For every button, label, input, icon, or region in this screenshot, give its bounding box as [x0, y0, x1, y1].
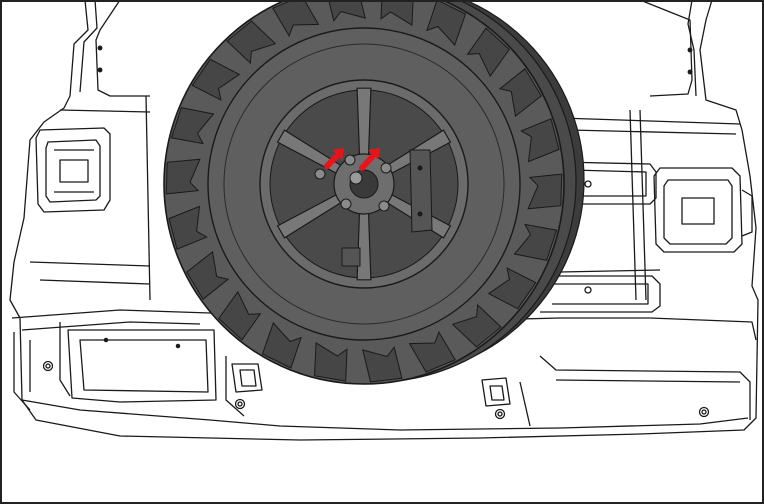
tread-lug — [520, 118, 560, 163]
tread-lug — [426, 0, 467, 46]
tread-lug — [313, 342, 348, 382]
tread-lug — [191, 58, 241, 101]
tread-lug — [328, 0, 366, 22]
tread-lug — [380, 0, 414, 26]
callout-arrows — [324, 148, 380, 171]
tread-lugs — [165, 0, 563, 383]
tread-lug — [451, 303, 502, 348]
right-tail-light — [653, 167, 753, 253]
tread-lug — [272, 0, 320, 38]
tread-lug — [487, 267, 537, 310]
tread-lug — [498, 68, 542, 118]
tread-lug — [466, 27, 510, 78]
upper-hinge — [559, 161, 657, 205]
wheel-spoke — [356, 87, 372, 157]
spare-tire — [163, 0, 585, 385]
tread-lug — [261, 322, 302, 369]
tread-lug — [218, 290, 262, 341]
tread-lug — [513, 223, 558, 261]
arrow-icon — [324, 148, 344, 169]
tread-lug — [362, 346, 403, 383]
vehicle-body — [9, 0, 759, 441]
tread-lug — [168, 205, 208, 250]
tread-lug — [170, 107, 215, 145]
left-tail-light — [35, 127, 111, 213]
tread-lug — [186, 250, 230, 300]
wheel-spoke — [356, 211, 372, 281]
wheel-rim — [259, 79, 469, 289]
arrow-icon — [359, 148, 380, 171]
tread-lug — [165, 158, 201, 195]
tread-lug — [408, 330, 456, 373]
tread-lug — [527, 173, 563, 210]
tread-lug — [226, 20, 277, 65]
lower-hinge — [540, 275, 661, 313]
